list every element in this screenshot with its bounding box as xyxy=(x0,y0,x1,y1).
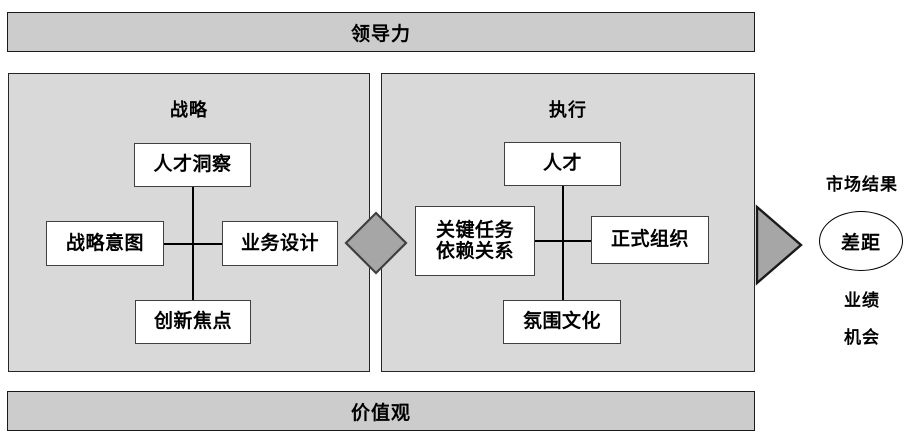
node-business-design[interactable]: 业务设计 xyxy=(222,221,338,266)
node-innovation-focus[interactable]: 创新焦点 xyxy=(135,300,251,344)
node-culture-label: 氛围文化 xyxy=(522,311,601,333)
strategy-horizontal-connector xyxy=(163,243,223,245)
gap-ellipse[interactable]: 差距 xyxy=(819,211,903,271)
gap-ellipse-label: 差距 xyxy=(840,232,881,254)
leadership-banner: 领导力 xyxy=(7,12,755,52)
node-culture[interactable]: 氛围文化 xyxy=(503,300,621,344)
node-business-design-label: 业务设计 xyxy=(240,232,319,254)
leadership-banner-label: 领导力 xyxy=(350,23,411,45)
results-item-performance: 业绩 xyxy=(844,291,880,310)
node-formal-org-label: 正式组织 xyxy=(610,229,689,251)
node-key-tasks[interactable]: 关键任务 依赖关系 xyxy=(415,206,535,276)
arrow-right-icon xyxy=(754,204,804,286)
results-item-opportunity: 机会 xyxy=(844,328,880,347)
node-talent-insight-label: 人才洞察 xyxy=(153,154,232,176)
values-banner-label: 价值观 xyxy=(350,402,411,424)
node-formal-org[interactable]: 正式组织 xyxy=(591,216,709,264)
node-strategic-intent-label: 战略意图 xyxy=(65,232,144,254)
node-key-tasks-label: 关键任务 依赖关系 xyxy=(435,219,514,262)
strategy-panel-title: 战略 xyxy=(170,100,208,120)
execution-horizontal-connector xyxy=(534,240,592,242)
node-talent[interactable]: 人才 xyxy=(504,142,621,186)
execution-panel-title: 执行 xyxy=(549,100,587,120)
market-results-heading: 市场结果 xyxy=(826,175,898,194)
values-banner: 价值观 xyxy=(7,391,755,431)
node-talent-label: 人才 xyxy=(542,153,582,175)
node-talent-insight[interactable]: 人才洞察 xyxy=(134,143,251,187)
diamond-connector-icon xyxy=(344,211,408,275)
node-strategic-intent[interactable]: 战略意图 xyxy=(46,221,164,266)
execution-vertical-connector xyxy=(562,186,564,300)
node-innovation-focus-label: 创新焦点 xyxy=(153,311,232,333)
